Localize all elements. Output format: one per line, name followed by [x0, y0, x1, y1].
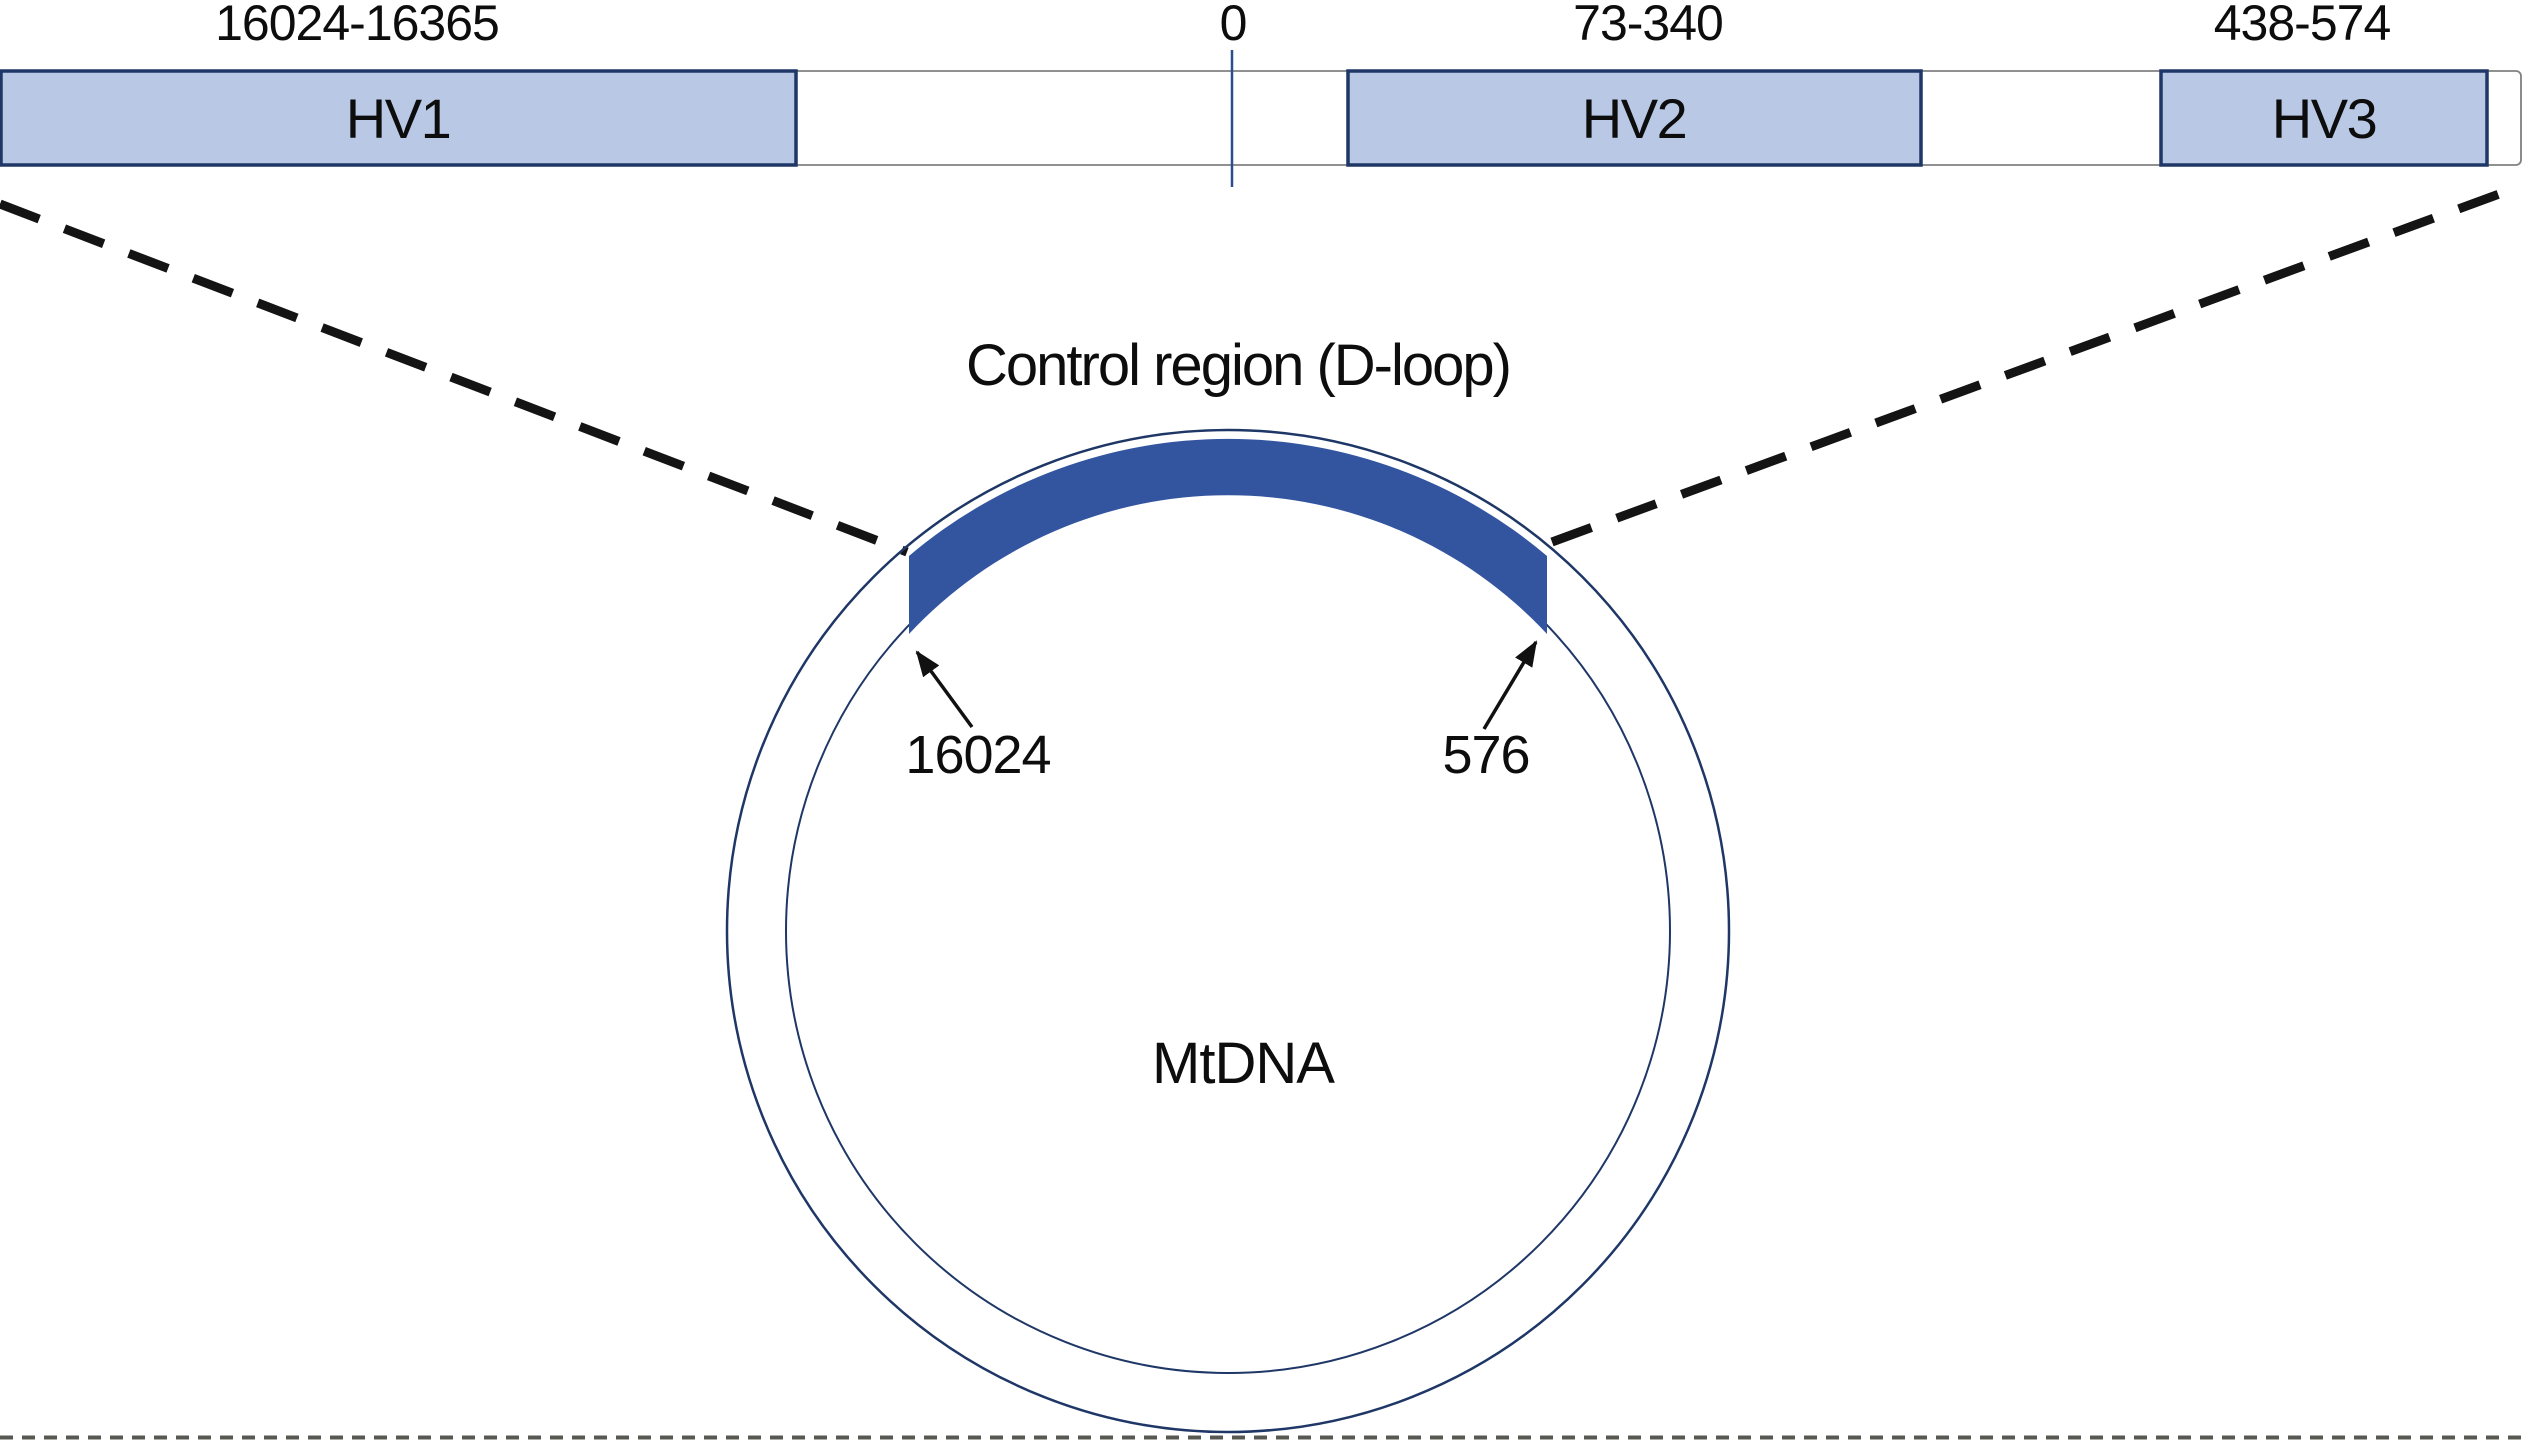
hv2-label: HV2 — [1582, 87, 1686, 150]
mtdna-circle: 16024 576 MtDNA — [725, 428, 1731, 1434]
hv1-box — [0, 69, 798, 167]
start-position-arrow — [915, 650, 974, 729]
hv2-box — [1346, 69, 1923, 167]
outer-ring — [725, 428, 1731, 1434]
hv1-label: HV1 — [346, 87, 450, 150]
control-region-title: Control region (D-loop) — [966, 333, 1510, 398]
end-position-arrow — [1482, 640, 1538, 730]
mtdna-label: MtDNA — [1152, 1031, 1335, 1096]
hv3-label: HV3 — [2272, 87, 2376, 150]
hv3-box — [2159, 69, 2489, 167]
callout-dash-left — [0, 199, 909, 557]
hv2-range-label: 73-340 — [1573, 0, 1723, 51]
start-position-label: 16024 — [905, 725, 1050, 785]
hv3-range-label: 438-574 — [2214, 0, 2391, 51]
hv1-range-label: 16024-16365 — [215, 0, 499, 51]
callout-dash-right — [1550, 181, 2523, 547]
position-bar: HV1 HV2 HV3 16024-16365 0 73-340 438-574 — [0, 0, 2522, 187]
control-region-band — [909, 438, 1547, 634]
end-position-label: 576 — [1442, 725, 1529, 785]
origin-label: 0 — [1220, 0, 1247, 51]
